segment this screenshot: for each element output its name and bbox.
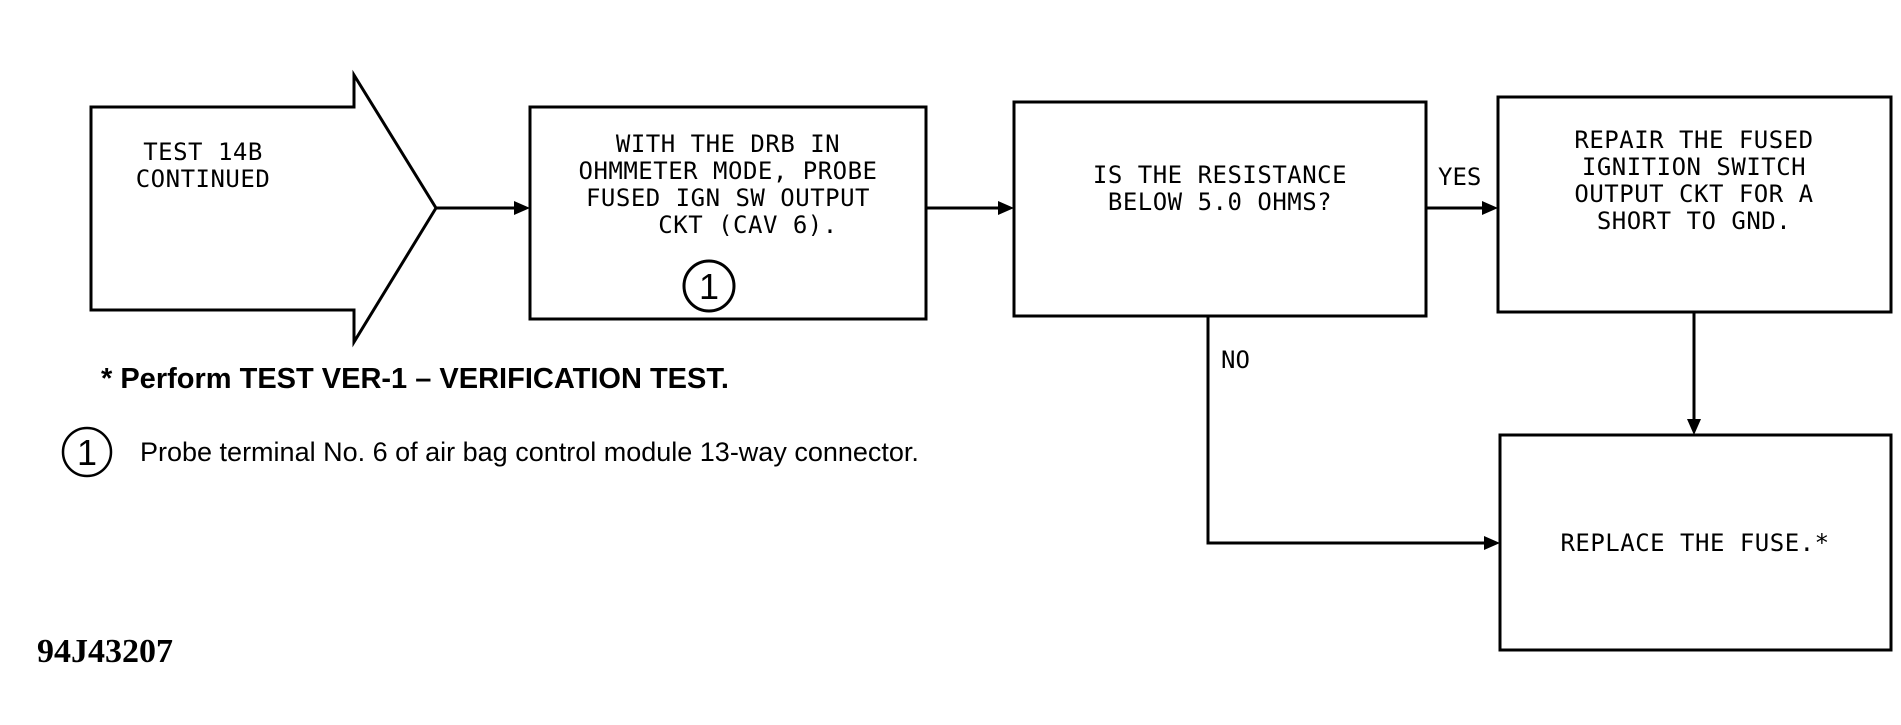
start-arrow-shape — [89, 69, 438, 348]
decision-box-line-1: IS THE RESISTANCE — [1093, 161, 1347, 189]
step-callout-number: 1 — [699, 266, 719, 307]
note-callout-text: Probe terminal No. 6 of air bag control … — [140, 437, 919, 467]
start-arrow-line-1: TEST 14B — [143, 138, 263, 166]
note-callout-number: 1 — [77, 432, 97, 473]
arrowhead-yes — [1482, 201, 1498, 215]
connector-no — [1206, 316, 1486, 545]
step-box-line-4: CKT (CAV 6). — [658, 211, 837, 239]
repair-box-line-1: REPAIR THE FUSED — [1574, 126, 1813, 154]
step-box-line-1: WITH THE DRB IN — [616, 130, 840, 158]
replace-box-line-1: REPLACE THE FUSE.* — [1560, 529, 1829, 557]
arrowhead-repair-to-replace — [1687, 419, 1701, 435]
step-box-line-2: OHMMETER MODE, PROBE — [579, 157, 878, 185]
figure-id: 94J43207 — [37, 633, 173, 670]
repair-box-line-4: SHORT TO GND. — [1597, 207, 1791, 235]
yes-label: YES — [1438, 163, 1481, 191]
repair-box-line-2: IGNITION SWITCH — [1582, 153, 1806, 181]
verification-note: * Perform TEST VER-1 – VERIFICATION TEST… — [101, 363, 729, 395]
repair-box-line-3: OUTPUT CKT FOR A — [1574, 180, 1813, 208]
no-label: NO — [1221, 346, 1250, 374]
note-callout-circle — [61, 426, 113, 478]
repair-box — [1496, 95, 1893, 314]
step-callout-circle — [682, 259, 736, 313]
replace-box — [1498, 433, 1893, 652]
step-box — [528, 105, 928, 321]
step-box-line-3: FUSED IGN SW OUTPUT — [586, 184, 870, 212]
arrowhead-start-to-step — [514, 201, 530, 215]
start-arrow-line-2: CONTINUED — [136, 165, 271, 193]
arrowhead-step-to-decision — [998, 201, 1014, 215]
decision-box-line-2: BELOW 5.0 OHMS? — [1108, 188, 1332, 216]
arrowhead-no — [1484, 536, 1500, 550]
